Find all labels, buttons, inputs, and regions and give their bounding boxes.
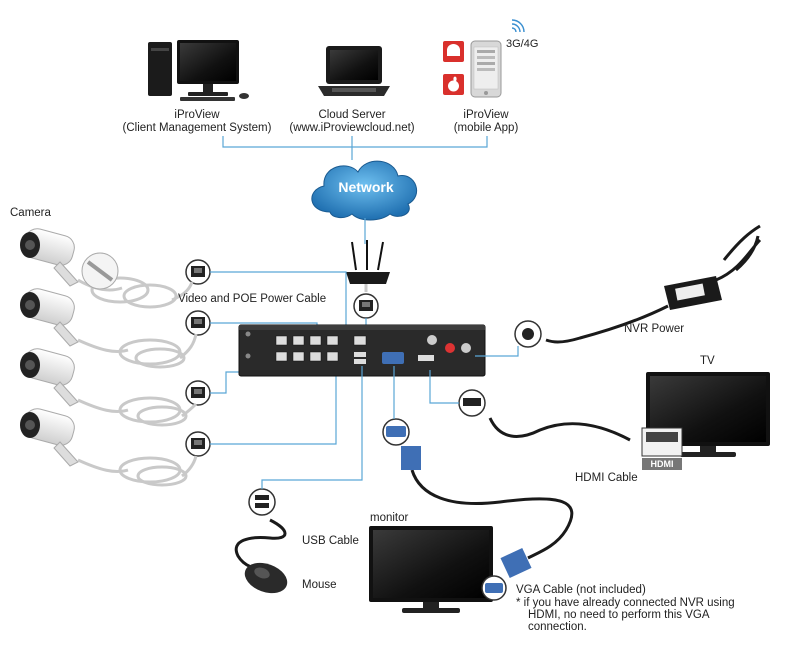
camera-label: Camera — [10, 207, 52, 219]
camera-icon — [20, 228, 79, 287]
hdmi-connector-icon — [641, 427, 683, 470]
power-adapter-icon — [545, 224, 762, 344]
usb-cable — [234, 518, 287, 570]
top-link-lines — [222, 136, 488, 160]
camera-1-ethernet-port-icon — [185, 259, 211, 285]
hdmi-port-icon — [458, 389, 486, 417]
cable-coil — [77, 456, 188, 487]
cable-coil — [77, 396, 188, 427]
router-ethernet-port-icon — [353, 284, 379, 319]
nvr-power-line — [475, 346, 519, 357]
router-icon — [346, 240, 390, 284]
iproview-mobile-subtitle: (mobile App) — [454, 122, 519, 134]
vga-plug-icon — [500, 547, 532, 579]
iproview-client-title: iProView — [174, 109, 220, 121]
cloud-icon — [311, 160, 418, 221]
camera-4-cable — [181, 455, 198, 478]
vga-port-icon — [481, 575, 507, 601]
camera-3-cable — [181, 402, 198, 418]
video-poe-cable-label: Video and POE Power Cable — [178, 293, 326, 305]
vga-plug-icon — [401, 446, 421, 470]
iproview-mobile-title: iProView — [463, 109, 509, 121]
desktop-pc-icon — [148, 40, 249, 101]
smartphone-icon — [470, 40, 502, 98]
vga-note-line-1: * if you have already connected NVR usin… — [516, 597, 735, 609]
mouse-icon — [244, 562, 288, 594]
cable-coil — [77, 338, 186, 369]
android-icon — [443, 41, 464, 62]
vga-cable-label: VGA Cable (not included) — [516, 584, 646, 596]
nvr-icon — [238, 324, 486, 377]
nvr-power-label: NVR Power — [624, 323, 684, 335]
camera-2-cable — [179, 333, 198, 360]
camera-2-ethernet-port-icon — [185, 310, 211, 336]
camera-4-ethernet-port-icon — [185, 431, 211, 457]
monitor-icon — [369, 526, 493, 613]
laptop-icon — [318, 46, 390, 96]
mobile-network-label: 3G/4G — [506, 38, 538, 50]
camera-connector-icon — [81, 252, 119, 290]
tv-label: TV — [700, 355, 715, 367]
cloud-server-subtitle: (www.iProviewcloud.net) — [289, 122, 414, 134]
vga-cable — [410, 469, 574, 560]
nvr-hdmi-line — [429, 370, 459, 404]
mouse-label: Mouse — [302, 579, 337, 591]
hdmi-cable-label: HDMI Cable — [575, 472, 638, 484]
camera-3-ethernet-port-icon — [185, 380, 211, 406]
camera-icon — [20, 348, 79, 407]
vga-note-line-2: HDMI, no need to perform this VGA — [528, 609, 710, 621]
network-label: Network — [338, 179, 393, 195]
vga-connector-icon — [382, 418, 410, 446]
apple-icon — [443, 74, 464, 95]
hdmi-cable — [488, 417, 631, 442]
monitor-label: monitor — [370, 512, 409, 524]
vga-note-line-3: connection. — [528, 621, 587, 633]
cloud-server-title: Cloud Server — [318, 109, 385, 121]
wifi-icon — [511, 19, 525, 33]
hdmi-badge: HDMI — [651, 459, 674, 469]
nvr-usb-line — [261, 366, 363, 489]
usb-cable-label: USB Cable — [302, 535, 359, 547]
camera-icon — [20, 288, 79, 347]
iproview-client-subtitle: (Client Management System) — [123, 122, 272, 134]
power-plug-icon — [514, 320, 542, 348]
camera-1-cable — [171, 281, 194, 302]
usb-port-icon — [248, 488, 276, 516]
camera-icon — [20, 408, 79, 467]
